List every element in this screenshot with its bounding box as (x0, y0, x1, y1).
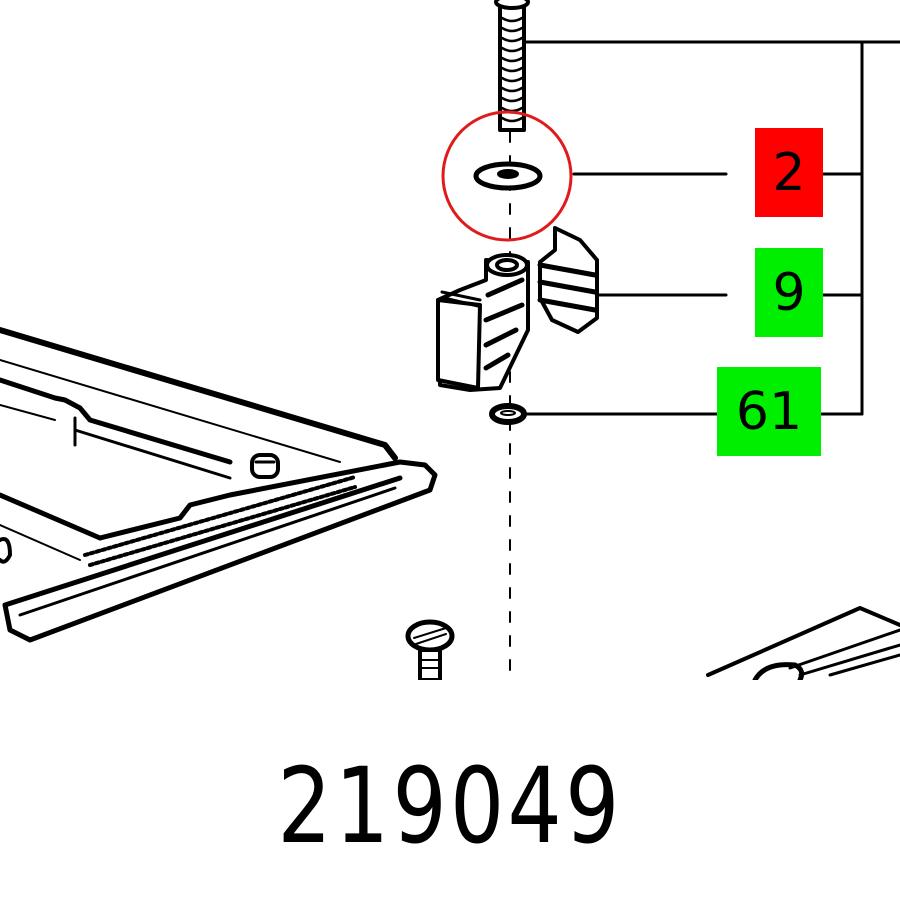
callout-2[interactable]: 2 (755, 128, 823, 217)
exploded-parts-diagram (0, 0, 900, 680)
base-plate-icon (0, 327, 438, 643)
o-ring-icon (489, 403, 527, 425)
lower-screw-icon (405, 619, 455, 680)
washer-icon (473, 161, 543, 191)
callout-label: 2 (772, 142, 806, 203)
callout-label: 61 (735, 381, 803, 442)
highlight-circle (441, 110, 573, 242)
guide-rail-icon (706, 606, 900, 680)
callout-61[interactable]: 61 (717, 367, 821, 456)
callout-label: 9 (772, 262, 806, 323)
callout-9[interactable]: 9 (755, 248, 823, 337)
clamp-bracket-icon (436, 226, 599, 392)
part-number: 219049 (277, 745, 623, 867)
screw-icon (494, 0, 530, 132)
